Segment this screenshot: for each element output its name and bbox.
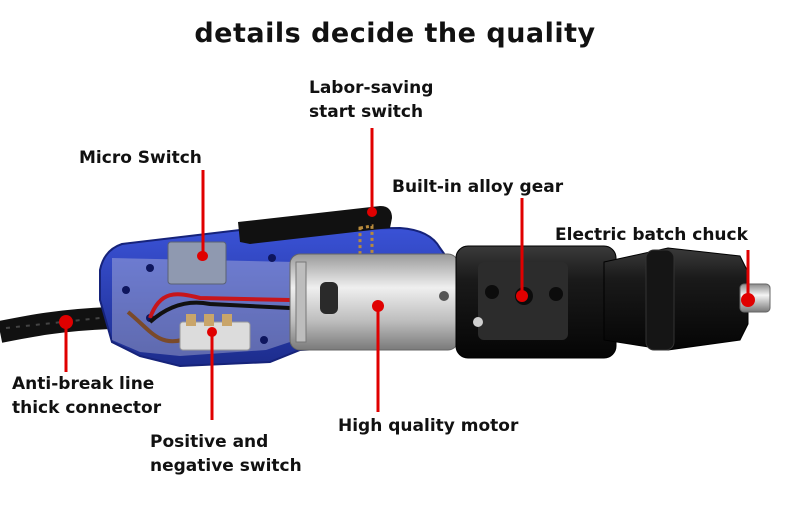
power-cord xyxy=(0,307,111,343)
chuck-part xyxy=(603,247,771,351)
label-micro-switch: Micro Switch xyxy=(79,148,202,168)
page-title: details decide the quality xyxy=(194,18,596,49)
internal-wires xyxy=(126,292,291,344)
callout-pointers xyxy=(59,128,755,420)
label-alloy-gear: Built-in alloy gear xyxy=(392,177,564,197)
label-labor-saving-switch: Labor-saving start switch xyxy=(309,78,434,122)
label-motor: High quality motor xyxy=(338,416,519,436)
label-batch-chuck: Electric batch chuck xyxy=(555,225,748,245)
label-anti-break-line: Anti-break line thick connector xyxy=(12,374,162,418)
gearbox-part xyxy=(455,245,617,359)
micro-switch-part xyxy=(167,241,227,285)
label-pos-neg-switch: Positive and negative switch xyxy=(150,432,302,476)
